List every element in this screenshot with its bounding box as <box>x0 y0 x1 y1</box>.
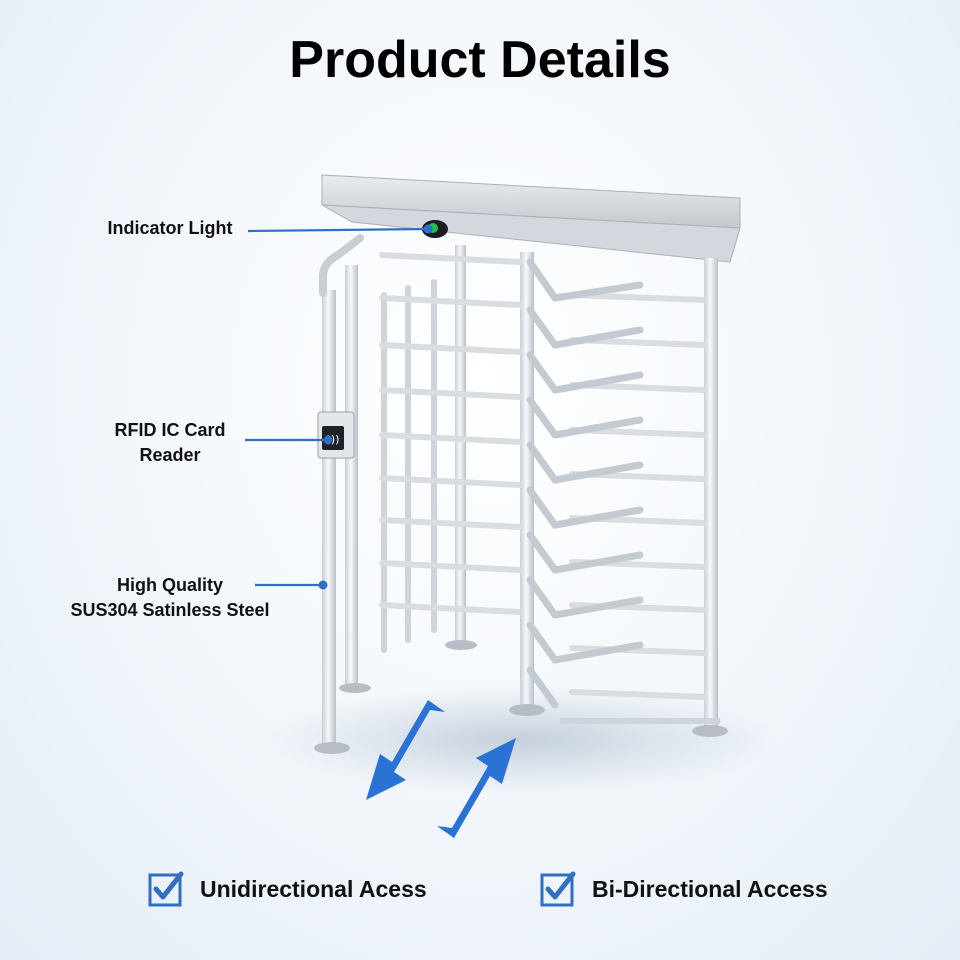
callout-steel-line1: High Quality <box>116 575 223 595</box>
page-title: Product Details <box>289 31 671 89</box>
checkbox-icon <box>540 871 576 907</box>
callout-dot-rfid <box>323 435 333 445</box>
right-post <box>704 258 718 728</box>
callout-rfid-line2: Reader <box>139 445 201 465</box>
callout-indicator-light: Indicator Light <box>90 216 250 241</box>
callout-indicator-text: Indicator Light <box>107 218 233 238</box>
rotor-arms-left <box>379 252 523 615</box>
top-beam-underside <box>321 204 741 263</box>
bottom-rail <box>560 718 720 724</box>
rotor-shaft <box>520 252 534 712</box>
checkbox-icon <box>148 871 184 907</box>
rotor-arm-stubs <box>526 258 644 709</box>
callout-dot-steel <box>318 580 328 590</box>
feature-bidirectional-label: Bi-Directional Access <box>592 875 828 902</box>
left-post <box>322 290 336 745</box>
callout-steel: High Quality SUS304 Satinless Steel <box>40 573 300 623</box>
callout-dot-indicator <box>423 224 433 234</box>
left-post-2 <box>345 265 358 685</box>
feature-unidirectional-label: Unidirectional Acess <box>200 875 427 902</box>
feature-bidirectional: Bi-Directional Access <box>540 870 828 908</box>
rotor-arms-right <box>569 292 707 700</box>
callout-rfid-line1: RFID IC Card <box>114 420 226 440</box>
arrow-out-icon <box>366 700 445 800</box>
left-gate-bars <box>381 279 437 653</box>
callout-rfid-reader: RFID IC Card Reader <box>90 418 250 468</box>
callout-steel-line2: SUS304 Satinless Steel <box>70 600 270 620</box>
left-post-handle <box>319 234 364 297</box>
feature-unidirectional: Unidirectional Acess <box>148 870 427 908</box>
center-post <box>455 245 466 645</box>
callout-lines <box>245 227 429 587</box>
arrow-in-icon <box>437 738 516 838</box>
